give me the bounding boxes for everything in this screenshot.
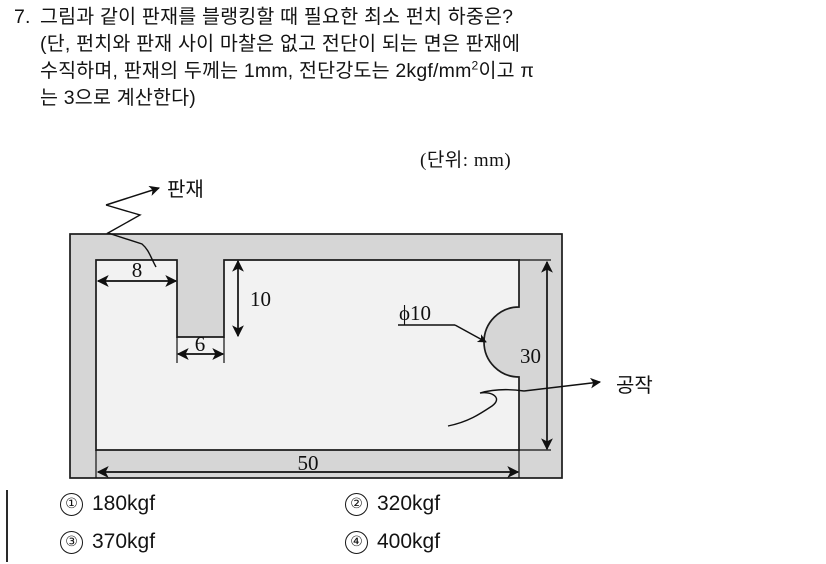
- dimension-50-label: 50: [298, 451, 319, 475]
- question-line-4: 는 3으로 계산한다): [40, 87, 196, 109]
- answer-label-1: 180kgf: [92, 492, 156, 515]
- question-block: 7. 그림과 같이 판재를 블랭킹할 때 필요한 최소 펀치 하중은? (단, 펀…: [14, 4, 814, 112]
- question-line-3-tail: 이고 π: [478, 60, 535, 82]
- answer-label-4: 400kgf: [377, 530, 441, 553]
- leader-plate: 판재: [105, 178, 204, 268]
- answer-marker-1: ①: [60, 492, 83, 516]
- answer-row-2: ③ 370kgf ④ 400kgf: [0, 528, 826, 564]
- leader-work: 공작: [447, 374, 653, 427]
- blank-cutout-shape: [95, 259, 520, 451]
- question-line-1: 7. 그림과 같이 판재를 블랭킹할 때 필요한 최소 펀치 하중은?: [14, 4, 814, 31]
- dimension-30: 30: [519, 259, 553, 451]
- answer-label-3: 370kgf: [92, 530, 156, 553]
- dimension-8: 8: [96, 258, 178, 287]
- answer-label-2: 320kgf: [377, 492, 441, 515]
- label-work: 공작: [616, 374, 653, 397]
- label-plate: 판재: [167, 178, 204, 201]
- dimension-10-label: 10: [250, 287, 271, 311]
- question-line-3: 수직하며, 판재의 두께는 1mm, 전단강도는 2kgf/mm2이고 π: [14, 58, 814, 85]
- left-margin-rule: [6, 490, 8, 562]
- question-line-1-text: 그림과 같이 판재를 블랭킹할 때 필요한 최소 펀치 하중은?: [40, 6, 514, 28]
- dimension-30-label: 30: [520, 344, 541, 368]
- answer-option-3[interactable]: ③ 370kgf: [60, 528, 155, 556]
- dimension-8-label: 8: [132, 258, 143, 282]
- question-line-2: (단, 펀치와 판재 사이 마찰은 없고 전단이 되는 면은 판재에: [40, 33, 521, 55]
- answer-marker-2: ②: [345, 492, 368, 516]
- dimension-6: 6: [176, 332, 225, 363]
- leader-diameter: ϕ10: [398, 301, 487, 343]
- unit-caption: (단위: mm): [420, 150, 512, 171]
- answer-row-1: ① 180kgf ② 320kgf: [0, 490, 826, 526]
- superscript-exponent: 2: [471, 58, 479, 73]
- dimension-6-label: 6: [195, 332, 206, 356]
- answer-option-4[interactable]: ④ 400kgf: [345, 528, 440, 556]
- question-line-3-text: 수직하며, 판재의 두께는 1mm, 전단강도는 2kgf/mm: [40, 60, 472, 82]
- dimension-10: 10: [232, 259, 271, 338]
- answer-marker-3: ③: [60, 530, 83, 554]
- answer-option-1[interactable]: ① 180kgf: [60, 490, 155, 518]
- label-diameter: ϕ10: [399, 301, 431, 325]
- answer-choices: ① 180kgf ② 320kgf ③ 370kgf ④ 400kgf: [0, 488, 826, 563]
- dimension-50: 50: [95, 450, 520, 478]
- answer-marker-4: ④: [345, 530, 368, 554]
- question-number: 7.: [14, 6, 31, 28]
- blanking-diagram: 8 10 6 30 50: [0, 160, 760, 480]
- answer-option-2[interactable]: ② 320kgf: [345, 490, 440, 518]
